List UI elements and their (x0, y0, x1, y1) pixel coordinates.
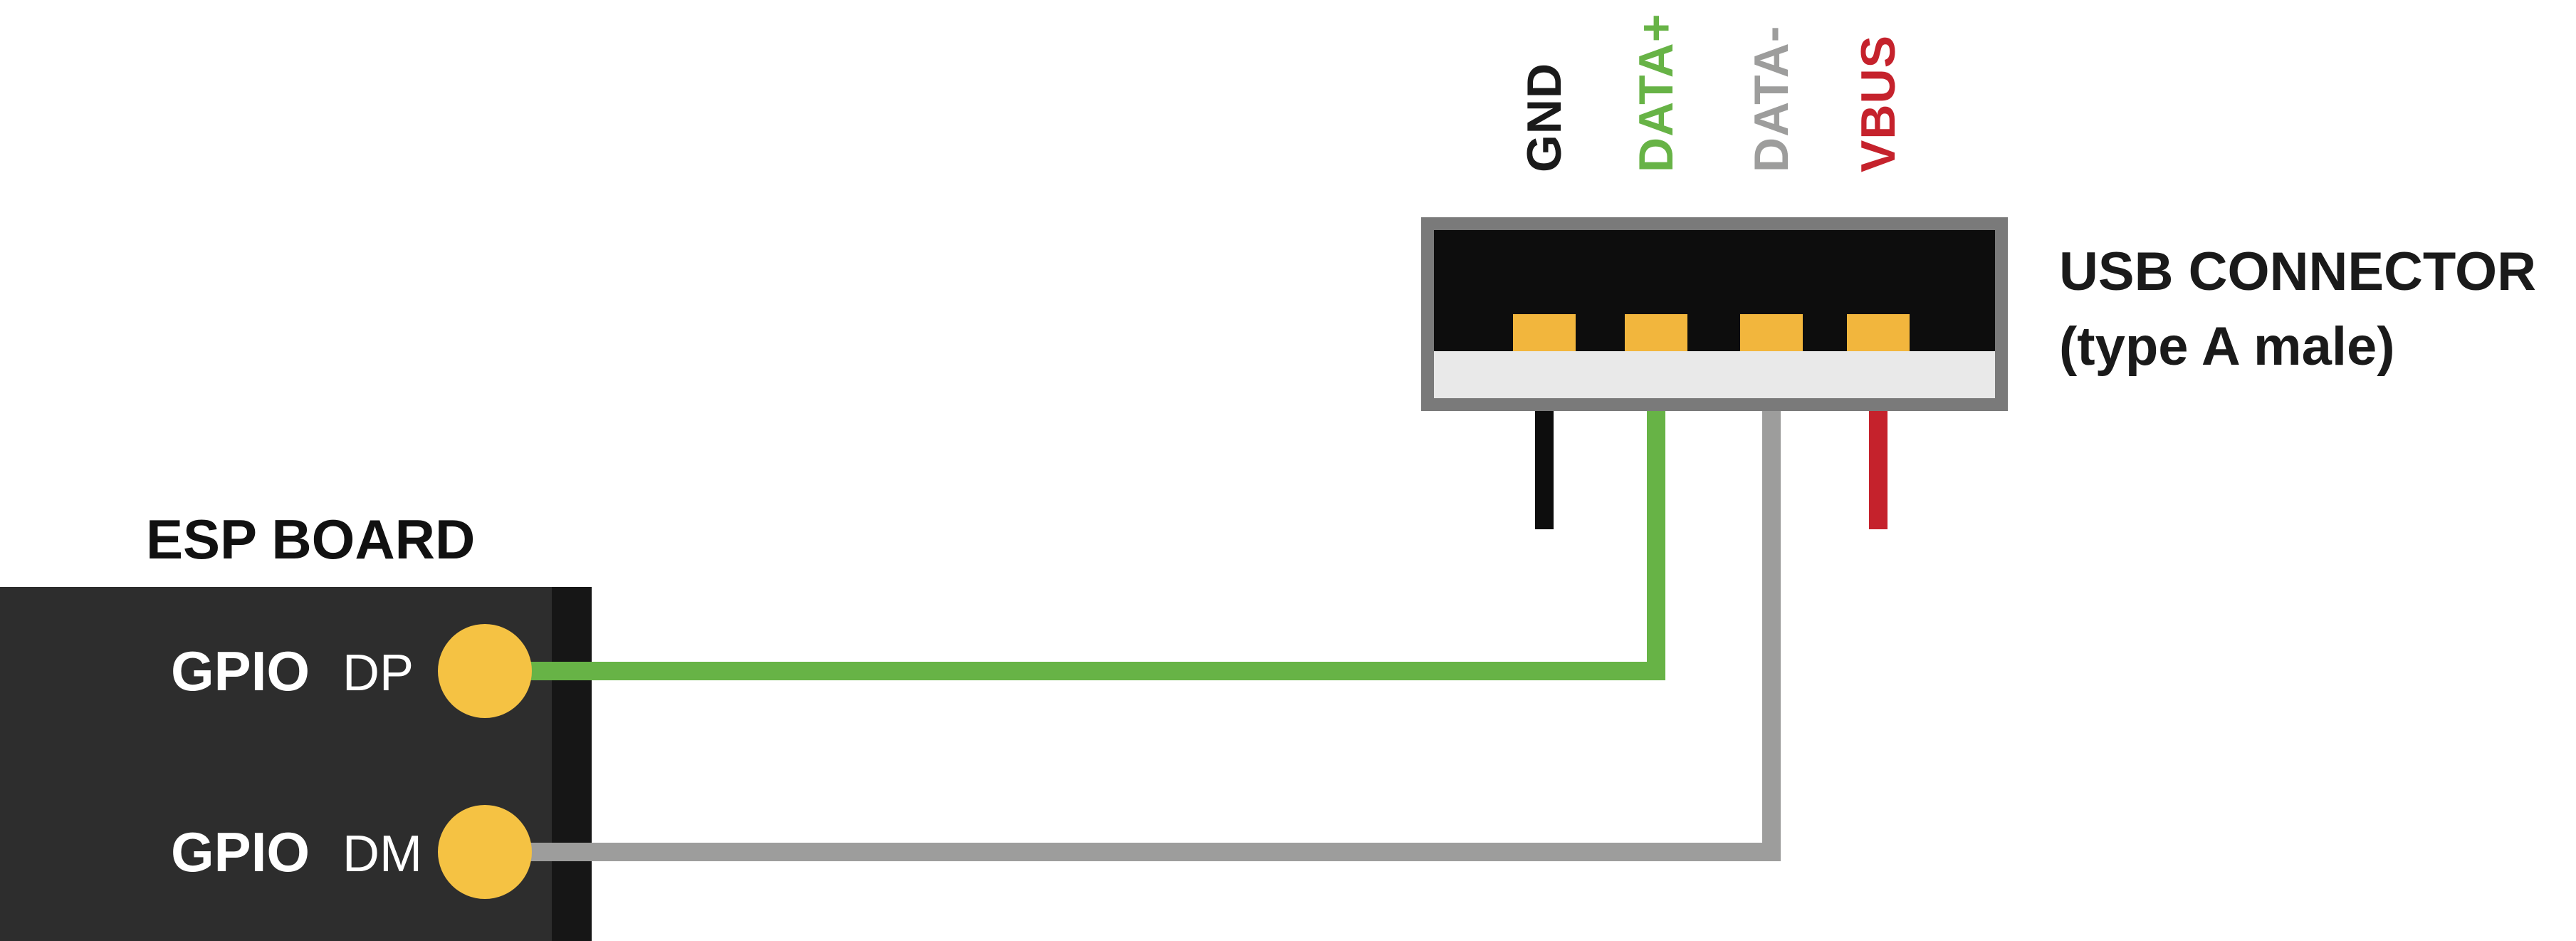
vbus-wire-stub (1869, 411, 1888, 529)
gpio-label-dp: GPIO (171, 640, 310, 702)
data-plus-wire-horizontal (485, 662, 1665, 680)
pin-name-dm: DM (342, 826, 423, 883)
usb-contact-data-minus (1740, 314, 1803, 351)
data-minus-wire-vertical (1762, 411, 1781, 861)
usb-pin-label-gnd: GND (1517, 62, 1571, 172)
pin-name-dp: DP (342, 645, 414, 702)
data-plus-wire-vertical (1647, 411, 1665, 680)
gpio-row-dm: GPIO DM (171, 820, 422, 885)
usb-connector-caption-line1: USB CONNECTOR (2059, 241, 2536, 302)
gnd-wire-stub (1535, 411, 1554, 529)
usb-pin-label-data-minus: DATA- (1744, 25, 1799, 172)
usb-contact-vbus (1847, 314, 1910, 351)
usb-connector-caption-line2: (type A male) (2059, 316, 2395, 377)
usb-connector-caption: USB CONNECTOR (type A male) (2059, 235, 2536, 385)
gpio-row-dp: GPIO DP (171, 639, 414, 704)
usb-connector-tongue (1434, 351, 1995, 398)
usb-pin-label-data-plus: DATA+ (1629, 13, 1683, 172)
usb-contact-data-plus (1625, 314, 1687, 351)
usb-contact-gnd (1513, 314, 1576, 351)
gpio-pad-dp (438, 624, 532, 718)
gpio-pad-dm (438, 805, 532, 899)
gpio-label-dm: GPIO (171, 821, 310, 883)
esp-board-edge (552, 587, 592, 941)
usb-pin-label-vbus: VBUS (1851, 35, 1905, 172)
esp-board-title: ESP BOARD (146, 508, 476, 571)
usb-connector-body (1421, 217, 2008, 411)
data-minus-wire-horizontal (485, 843, 1781, 861)
